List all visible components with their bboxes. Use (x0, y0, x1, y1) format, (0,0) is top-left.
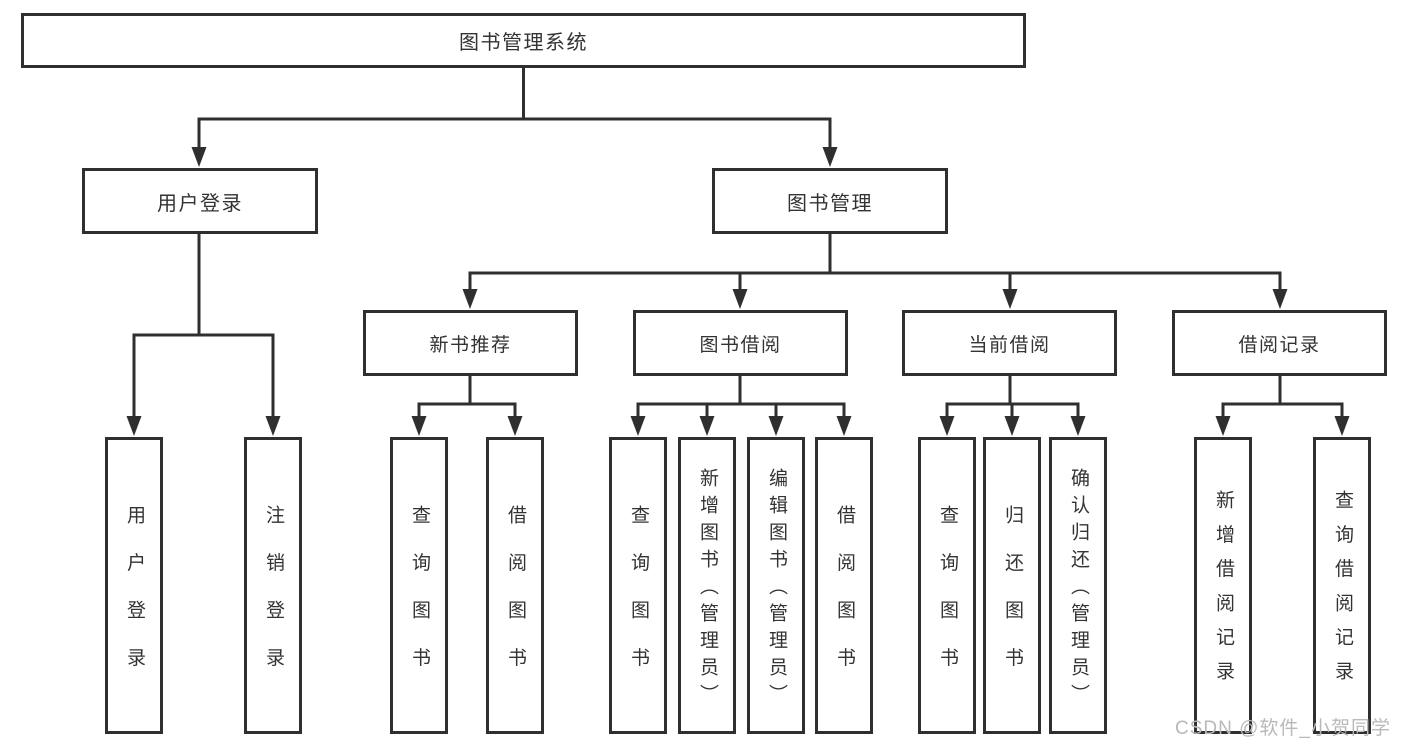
tree-edges (132, 66, 1344, 418)
leaf-borrow-book-recommend-label: 借阅图书 (504, 504, 526, 695)
arrow-down-icon (630, 416, 646, 436)
leaf-logout: 注销登录 (244, 437, 302, 734)
arrow-down-icon (411, 416, 427, 436)
leaf-add-book-admin-label: 新增图书（管理员） (696, 468, 718, 711)
leaf-query-book-borrow: 查询图书 (609, 437, 667, 734)
arrow-down-icon (732, 289, 748, 309)
leaf-query-borrow-record-label: 查询借阅记录 (1331, 490, 1353, 696)
arrow-down-icon (1272, 289, 1288, 309)
node-current-borrow-label: 当前借阅 (968, 334, 1051, 356)
node-book-management-label: 图书管理 (787, 192, 873, 215)
leaf-edit-book-admin-label: 编辑图书（管理员） (765, 468, 787, 711)
arrow-down-icon (1070, 416, 1086, 436)
arrow-down-icon (699, 416, 715, 436)
leaf-borrow-book-label: 借阅图书 (833, 504, 855, 695)
arrow-down-icon (265, 416, 281, 436)
arrow-down-icon (1002, 289, 1018, 309)
node-new-book-recommend-label: 新书推荐 (429, 334, 512, 356)
leaf-query-book-current: 查询图书 (918, 437, 976, 734)
arrow-down-icon (507, 416, 523, 436)
arrow-down-icons (126, 147, 1350, 436)
leaf-add-book-admin: 新增图书（管理员） (678, 437, 736, 734)
leaf-edit-book-admin: 编辑图书（管理员） (747, 437, 805, 734)
arrow-down-icon (768, 416, 784, 436)
csdn-watermark: CSDN @软件_小贺同学 (1175, 718, 1391, 739)
node-borrow-record: 借阅记录 (1172, 310, 1387, 376)
arrow-down-icon (126, 416, 142, 436)
leaf-return-book: 归还图书 (983, 437, 1041, 734)
node-book-borrow-label: 图书借阅 (699, 334, 782, 356)
node-current-borrow: 当前借阅 (902, 310, 1117, 376)
node-new-book-recommend: 新书推荐 (363, 310, 578, 376)
leaf-confirm-return-admin: 确认归还（管理员） (1049, 437, 1107, 734)
leaf-add-borrow-record-label: 新增借阅记录 (1212, 490, 1234, 696)
node-library-system: 图书管理系统 (21, 13, 1026, 68)
arrow-down-icon (1334, 416, 1350, 436)
leaf-borrow-book-recommend: 借阅图书 (486, 437, 544, 734)
node-library-system-label: 图书管理系统 (459, 32, 588, 54)
leaf-confirm-return-admin-label: 确认归还（管理员） (1067, 468, 1089, 711)
leaf-query-book-borrow-label: 查询图书 (627, 504, 649, 695)
leaf-logout-label: 注销登录 (262, 504, 284, 695)
node-book-management: 图书管理 (712, 168, 948, 234)
leaf-query-borrow-record: 查询借阅记录 (1313, 437, 1371, 734)
arrow-down-icon (1004, 416, 1020, 436)
leaf-return-book-label: 归还图书 (1001, 504, 1023, 695)
leaf-user-login-label: 用户登录 (123, 504, 145, 695)
arrow-down-icon (462, 289, 478, 309)
node-user-login-label: 用户登录 (157, 192, 243, 215)
leaf-query-book-recommend: 查询图书 (390, 437, 448, 734)
node-borrow-record-label: 借阅记录 (1238, 334, 1321, 356)
leaf-query-book-recommend-label: 查询图书 (408, 504, 430, 695)
node-book-borrow: 图书借阅 (633, 310, 848, 376)
arrow-down-icon (939, 416, 955, 436)
leaf-user-login: 用户登录 (105, 437, 163, 734)
leaf-query-book-current-label: 查询图书 (936, 504, 958, 695)
arrow-down-icon (1215, 416, 1231, 436)
leaf-add-borrow-record: 新增借阅记录 (1194, 437, 1252, 734)
arrow-down-icon (822, 147, 838, 167)
arrow-down-icon (191, 147, 207, 167)
leaf-borrow-book: 借阅图书 (815, 437, 873, 734)
arrow-down-icon (836, 416, 852, 436)
node-user-login: 用户登录 (82, 168, 318, 234)
